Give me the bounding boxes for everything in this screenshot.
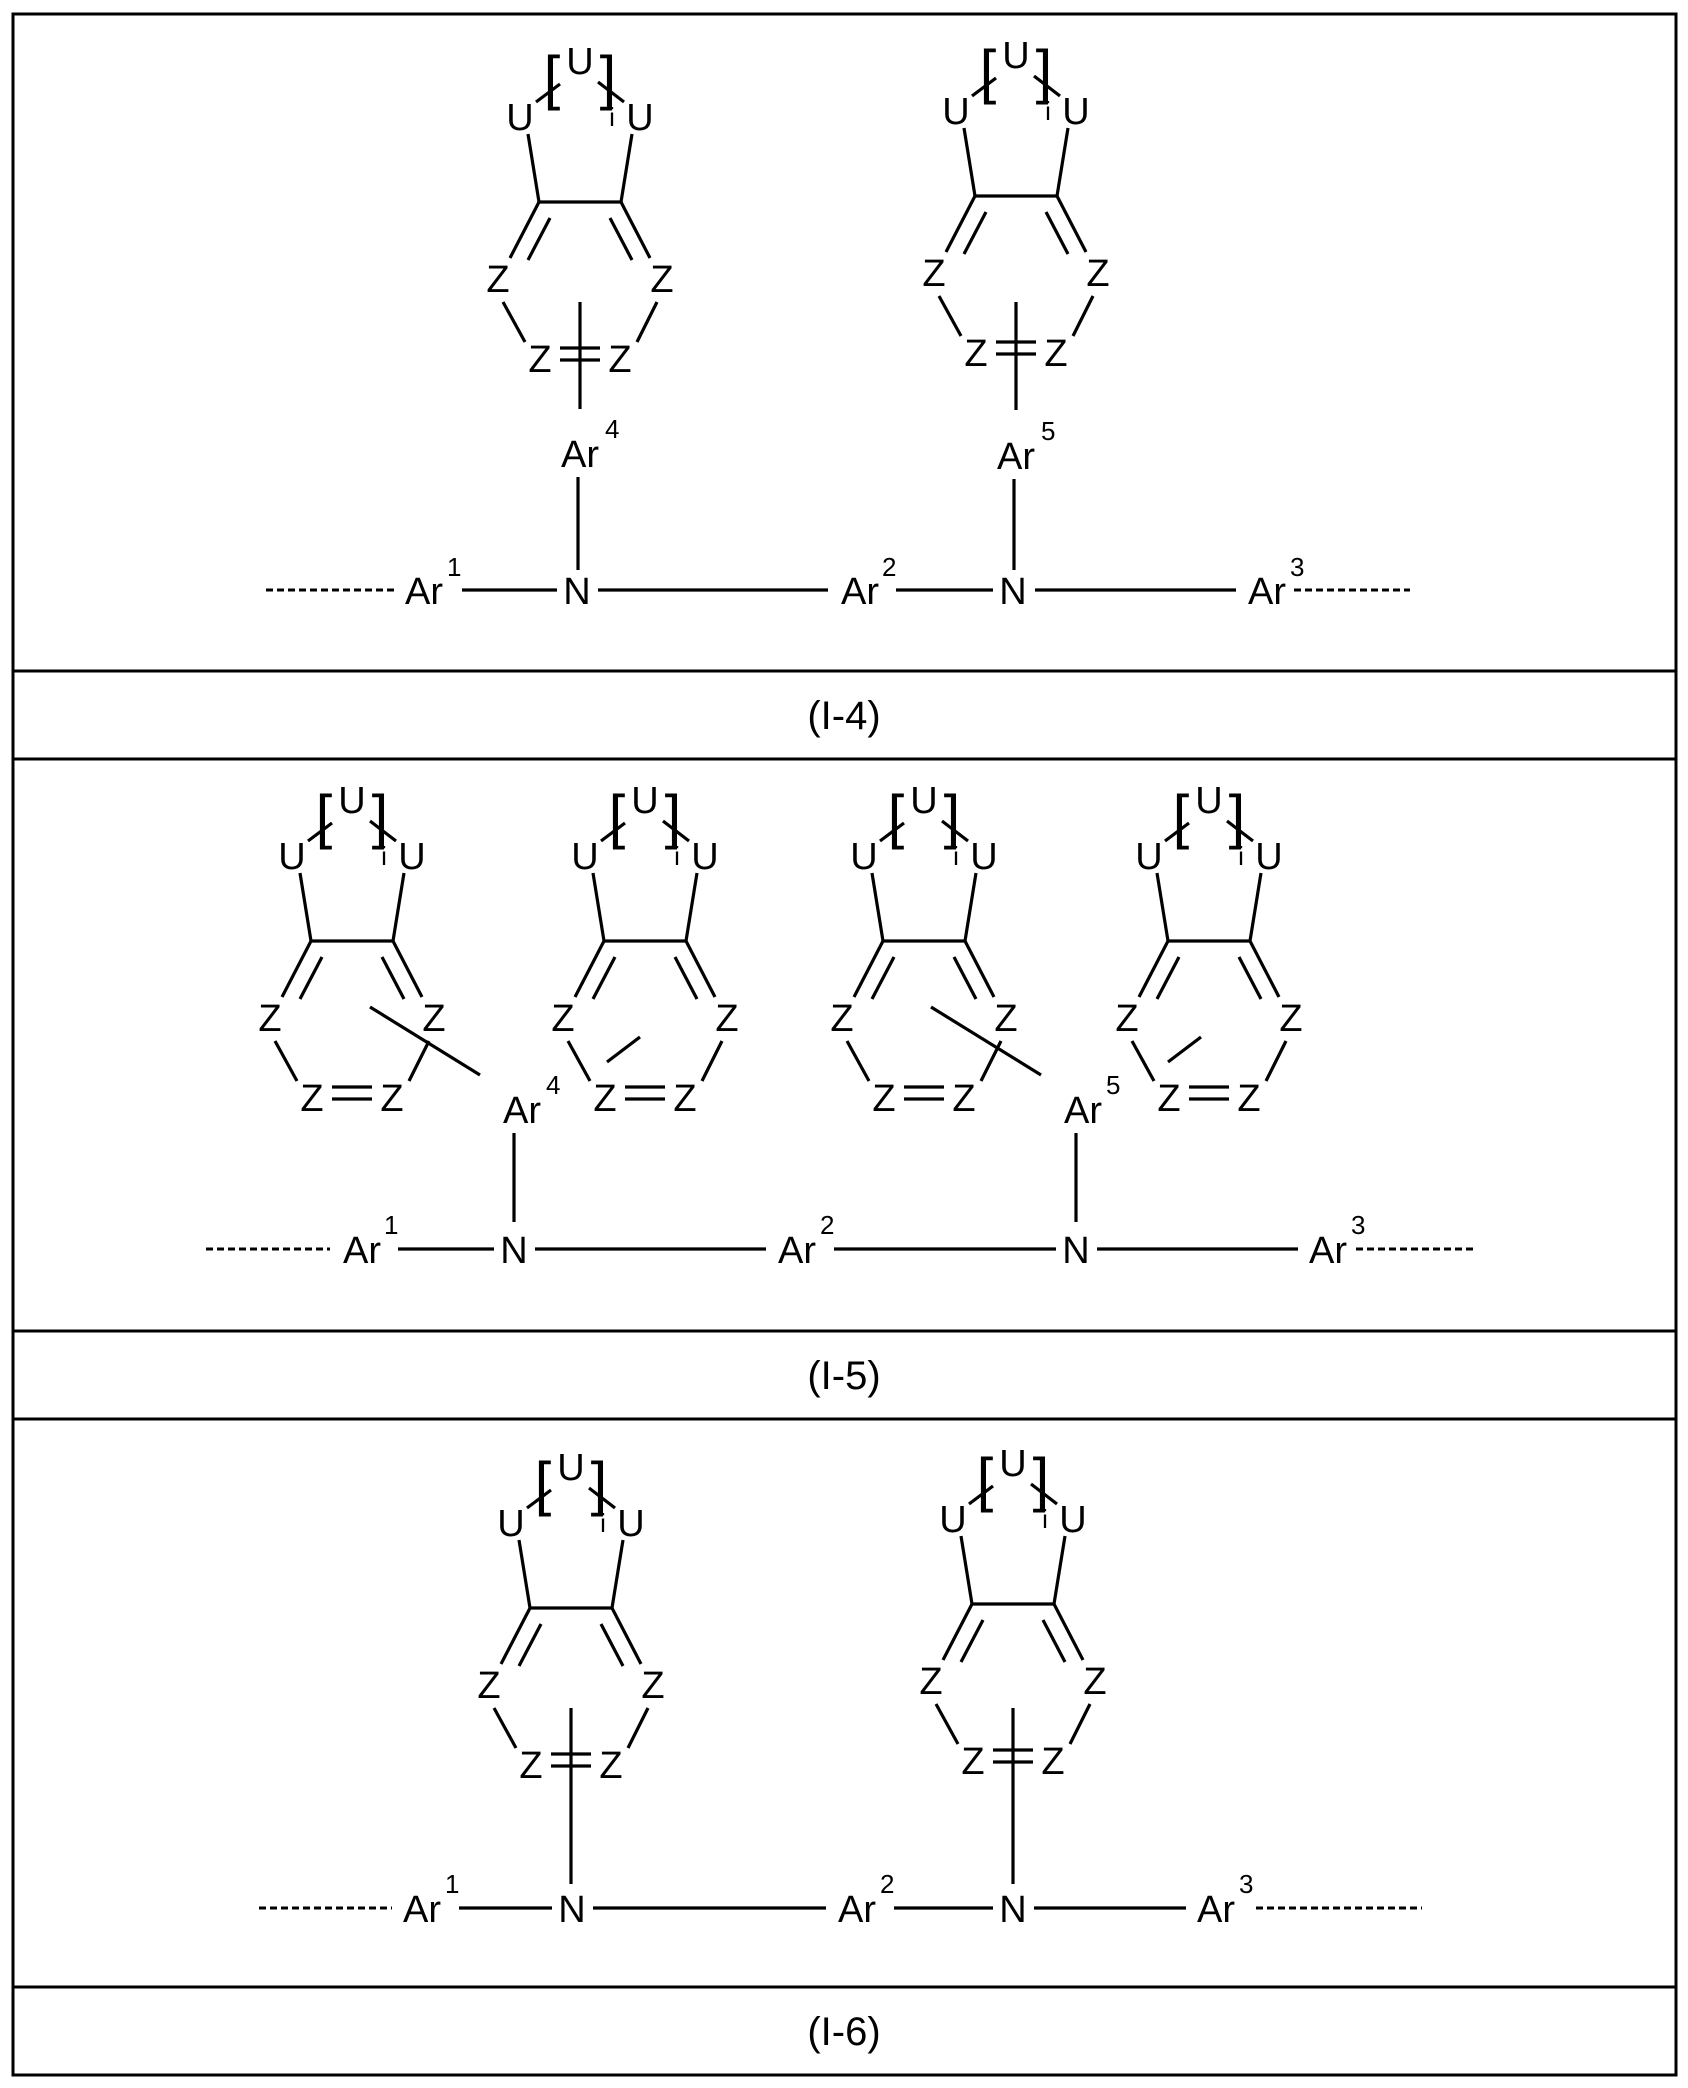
ar5-sup: 5 (1041, 416, 1055, 446)
ring-unit-3 (828, 778, 1020, 1122)
ar4-label: Ar (561, 434, 599, 476)
n1-atom: N (500, 1230, 527, 1272)
ar3-sup: 3 (1290, 552, 1304, 582)
svg-text:Ar: Ar (838, 1889, 876, 1931)
ring-unit-right (920, 33, 1112, 410)
n2-atom: N (999, 1889, 1026, 1931)
ar4-label: Ar (503, 1090, 541, 1132)
formula-i5: Ar 4 Ar 5 Ar 1 N Ar 2 N Ar 3 (206, 778, 1476, 1272)
ar3-sup: 3 (1351, 1210, 1365, 1240)
ar5-label: Ar (997, 436, 1035, 478)
n1-atom: N (563, 571, 590, 613)
ar4-sup: 4 (605, 414, 619, 444)
formula-i4: Ar 4 Ar 5 Ar 1 N Ar 2 N Ar 3 (266, 33, 1410, 613)
formula-label-i4: (I-4) (807, 694, 880, 738)
svg-text:Ar: Ar (403, 1889, 441, 1931)
formula-i6: Ar 1 N Ar 2 N Ar 3 (259, 1441, 1422, 1931)
svg-text:Ar: Ar (778, 1230, 816, 1272)
formula-label-i5: (I-5) (807, 1354, 880, 1398)
ar2-sup: 2 (820, 1210, 834, 1240)
ar1-sup: 1 (384, 1210, 398, 1240)
table-frame (11, 12, 1678, 2077)
svg-text:Ar: Ar (343, 1230, 381, 1272)
ar3-sup: 3 (1239, 1869, 1253, 1899)
ar5-sup: 5 (1106, 1070, 1120, 1100)
ar1-sup: 1 (447, 552, 461, 582)
ring-unit-1 (256, 778, 448, 1122)
ar1-sup: 1 (445, 1869, 459, 1899)
ar5-label: Ar (1064, 1090, 1102, 1132)
n2-atom: N (999, 571, 1026, 613)
ring-unit-right (917, 1441, 1109, 1884)
ring-unit-2 (549, 778, 741, 1122)
svg-text:Ar: Ar (1248, 571, 1286, 613)
n1-atom: N (558, 1889, 585, 1931)
ar4-sup: 4 (546, 1070, 560, 1100)
svg-text:Ar: Ar (1197, 1889, 1235, 1931)
formula-label-i6: (I-6) (807, 2010, 880, 2054)
svg-text:Ar: Ar (841, 571, 879, 613)
ring-unit-left (484, 39, 676, 409)
svg-text:Ar: Ar (405, 571, 443, 613)
n2-atom: N (1062, 1230, 1089, 1272)
svg-text:Ar: Ar (1309, 1230, 1347, 1272)
ar2-sup: 2 (882, 552, 896, 582)
ar2-sup: 2 (880, 1869, 894, 1899)
ring-unit-4 (1113, 778, 1305, 1122)
ring-unit-left (475, 1445, 667, 1884)
